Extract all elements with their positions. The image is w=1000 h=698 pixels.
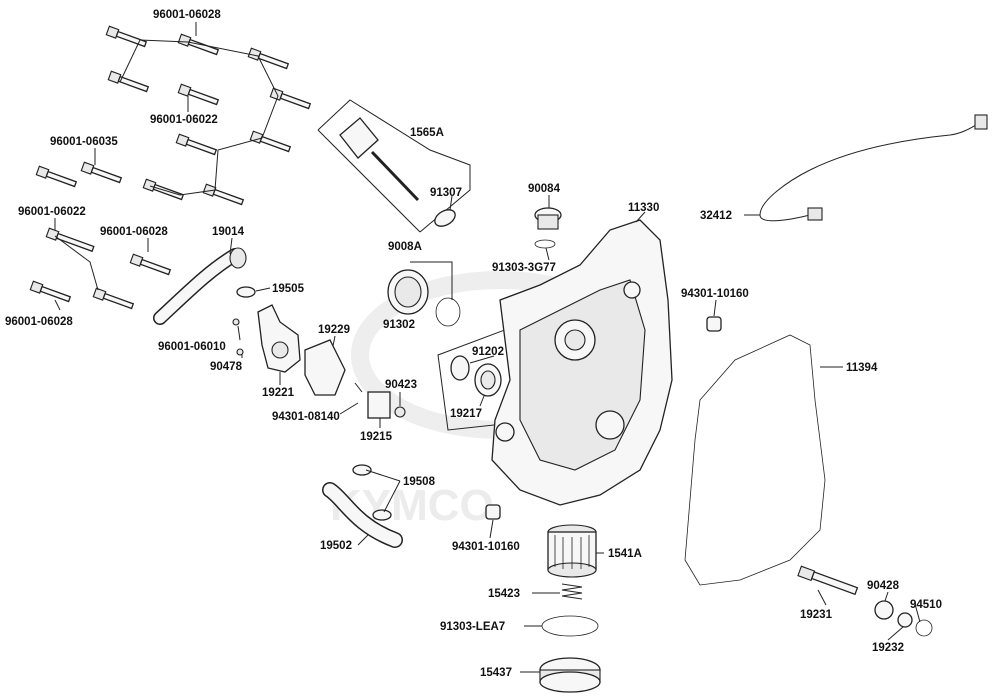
label-94510: 94510 <box>910 599 942 611</box>
label-91202: 91202 <box>472 346 504 358</box>
label-11394: 11394 <box>846 362 878 374</box>
label-19215: 19215 <box>360 431 393 443</box>
label-94301-10160-right: 94301-10160 <box>681 288 749 300</box>
crankcase-cover-11330 <box>491 219 673 506</box>
bolt-group-top <box>105 25 312 206</box>
clamp-19505 <box>236 286 256 298</box>
label-19502: 19502 <box>320 540 352 552</box>
label-19231: 19231 <box>800 609 833 621</box>
filter-cap-15437 <box>539 657 601 693</box>
o-ring-91303-LEA7 <box>541 615 599 637</box>
label-91302: 91302 <box>383 319 415 331</box>
label-91307: 91307 <box>430 187 462 199</box>
label-94301-08140: 94301-08140 <box>272 411 340 423</box>
leader-lines <box>54 22 921 673</box>
drain-bolt-19231 <box>797 565 933 637</box>
label-96001-06022-left: 96001-06022 <box>18 206 86 218</box>
hose-19502 <box>322 464 403 548</box>
filler-plug-90084 <box>534 207 562 249</box>
label-19232: 19232 <box>872 642 904 654</box>
impeller-19215 <box>354 382 406 419</box>
gasket-19229 <box>304 339 346 396</box>
dipstick-1565A <box>317 99 471 233</box>
label-9008A: 9008A <box>388 241 422 253</box>
label-19221: 19221 <box>262 387 295 399</box>
label-96001-06028-top: 96001-06028 <box>153 9 221 21</box>
label-19014: 19014 <box>212 226 245 238</box>
gasket-11394 <box>684 334 826 586</box>
label-90423: 90423 <box>385 379 417 391</box>
label-15423: 15423 <box>488 588 520 600</box>
seal-bearing-group <box>437 324 541 431</box>
label-94301-10160-bottom: 94301-10160 <box>452 541 520 553</box>
cap-9008A <box>387 261 461 327</box>
label-1565A: 1565A <box>410 127 444 139</box>
label-19508: 19508 <box>403 476 436 488</box>
hose-19014 <box>153 247 247 325</box>
label-1541A: 1541A <box>608 548 642 560</box>
label-90084: 90084 <box>528 183 561 195</box>
label-19229: 19229 <box>318 324 350 336</box>
sensor-wire-32412 <box>759 114 988 222</box>
label-19217: 19217 <box>450 408 482 420</box>
callout-labels: 96001-06028 96001-06022 96001-06035 9600… <box>5 9 942 679</box>
water-pump-cover-19221 <box>232 304 301 373</box>
label-96001-06022-mid: 96001-06022 <box>150 114 218 126</box>
label-15437: 15437 <box>480 667 512 679</box>
label-96001-06028-mid: 96001-06028 <box>100 226 168 238</box>
oil-filter-1541A <box>547 524 597 578</box>
label-32412: 32412 <box>700 210 732 222</box>
dowel-pin-right <box>706 316 722 332</box>
label-91303-3G77: 91303-3G77 <box>492 262 556 274</box>
dowel-pin-bottom <box>485 504 501 520</box>
bolt-group-left <box>29 161 172 310</box>
label-19505: 19505 <box>272 283 305 295</box>
label-96001-06010: 96001-06010 <box>158 341 226 353</box>
label-96001-06035: 96001-06035 <box>50 136 118 148</box>
label-90428: 90428 <box>867 580 900 592</box>
label-91303-LEA7: 91303-LEA7 <box>440 621 505 633</box>
label-96001-06028-bottom: 96001-06028 <box>5 316 73 328</box>
label-90478: 90478 <box>210 361 243 373</box>
spring-15423 <box>561 583 583 600</box>
label-11330: 11330 <box>628 202 659 214</box>
